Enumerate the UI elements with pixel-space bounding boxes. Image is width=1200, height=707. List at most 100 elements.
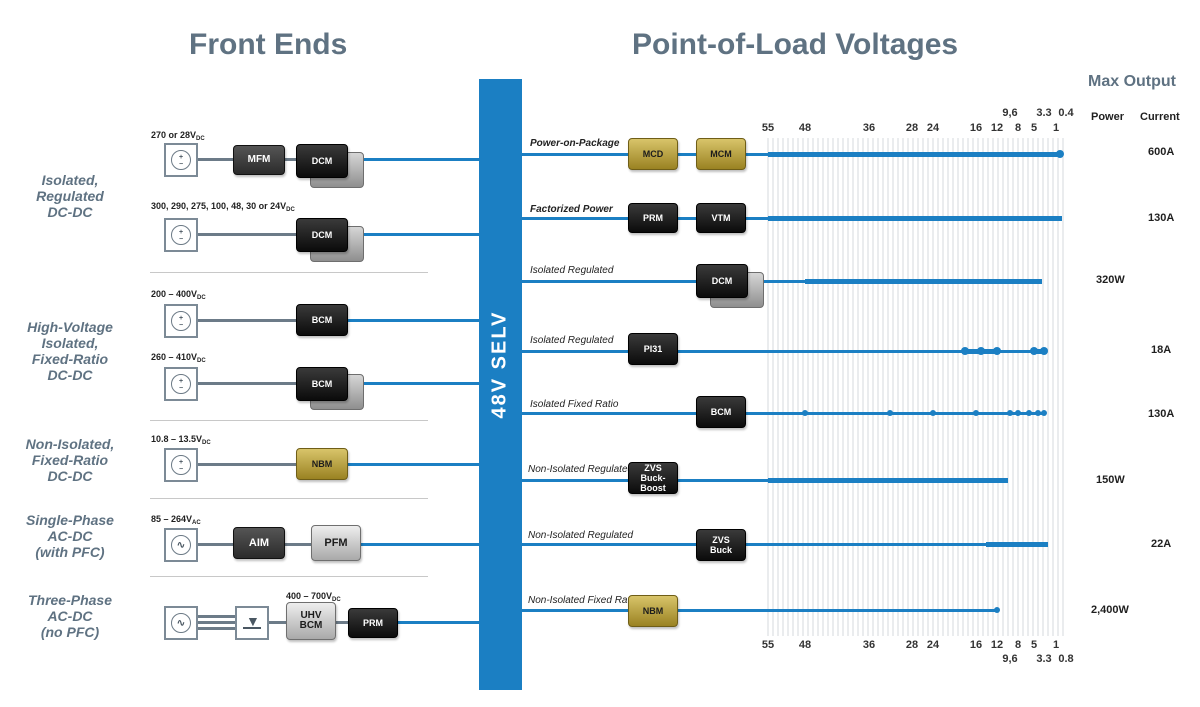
input-voltage-label: 300, 290, 275, 100, 48, 30 or 24VDC [151, 201, 295, 213]
mcd-module: MCD [628, 138, 678, 170]
pol-row-label: Non-Isolated Fixed Ratio [528, 595, 639, 606]
mcm-module: MCM [696, 138, 746, 170]
voltage-tick: 55 [761, 639, 775, 651]
voltage-tick: 55 [761, 122, 775, 134]
voltage-tick: 16 [969, 639, 983, 651]
power-value: 150W [1096, 474, 1125, 486]
dcm-module: DCM [696, 264, 748, 298]
voltage-tick: 16 [969, 122, 983, 134]
voltage-point [994, 607, 1000, 613]
front-ends-heading: Front Ends [189, 28, 348, 61]
voltage-tick: 12 [990, 639, 1004, 651]
bcm-module: BCM [696, 396, 746, 428]
voltage-point [1015, 410, 1021, 416]
category-nonisolated-fixed: Non-Isolated, Fixed-Ratio DC-DC [25, 436, 115, 484]
voltage-point [977, 347, 985, 355]
voltage-range-bar [986, 542, 1048, 547]
bcm-module: BCM [296, 304, 348, 336]
pol-feed-line [522, 609, 998, 612]
rectifier-icon: ▼ [235, 606, 269, 640]
output-wire [358, 543, 480, 546]
voltage-tick: 48 [798, 122, 812, 134]
dc-source-icon: +− [164, 367, 198, 401]
input-wire [198, 621, 238, 624]
current-value: 22A [1151, 538, 1172, 550]
prm-module: PRM [348, 608, 398, 638]
voltage-range-bar [768, 216, 1062, 221]
divider [150, 576, 428, 577]
voltage-tick: 5 [1030, 639, 1038, 651]
voltage-point [1026, 410, 1032, 416]
dc-source-icon: +− [164, 448, 198, 482]
voltage-range-bar [768, 478, 1008, 483]
48v-selv-bus [479, 79, 522, 690]
voltage-tick: 8 [1014, 639, 1022, 651]
voltage-tick: 28 [905, 639, 919, 651]
pol-row-label: Isolated Regulated [530, 265, 614, 276]
mfm-module: MFM [233, 145, 285, 175]
dcm-module: DCM [296, 218, 348, 252]
input-voltage-label: 10.8 – 13.5VDC [151, 434, 211, 446]
pol-heading: Point-of-Load Voltages [632, 28, 959, 61]
input-wire [268, 621, 288, 624]
nbm-module: NBM [628, 595, 678, 627]
zvs-buck-module: ZVS Buck [696, 529, 746, 561]
prm-module: PRM [628, 203, 678, 233]
current-value: 130A [1148, 408, 1175, 420]
output-wire [345, 319, 480, 322]
input-voltage-label: 200 – 400VDC [151, 289, 206, 301]
category-three-phase: Three-Phase AC-DC (no PFC) [27, 592, 113, 640]
voltage-point [993, 347, 1001, 355]
input-voltage-label: 400 – 700VDC [286, 591, 341, 603]
pfm-module: PFM [311, 525, 361, 561]
output-wire [396, 621, 480, 624]
voltage-point [1035, 410, 1041, 416]
pol-row-label: Isolated Regulated [530, 335, 614, 346]
power-column-header: Power [1091, 111, 1125, 123]
voltage-point [802, 410, 808, 416]
input-voltage-label: 85 – 264VAC [151, 514, 201, 526]
voltage-point [1056, 150, 1064, 158]
uhv-bcm-module: UHV BCM [286, 602, 336, 640]
pol-feed-line [522, 412, 1044, 415]
bcm-module: BCM [296, 367, 348, 401]
output-wire [345, 382, 480, 385]
voltage-point [973, 410, 979, 416]
output-wire [345, 233, 480, 236]
max-output-heading: Max Output [1088, 73, 1176, 90]
pol-feed-line [522, 280, 807, 283]
voltage-point [930, 410, 936, 416]
voltage-point [961, 347, 969, 355]
voltage-tick: 1 [1052, 639, 1060, 651]
voltage-tick: 0.4 [1058, 107, 1074, 119]
pol-row-label: Non-Isolated Regulated [528, 530, 634, 541]
voltage-tick: 9,6 [1002, 107, 1018, 119]
voltage-point [1041, 410, 1047, 416]
input-wire [198, 233, 298, 236]
ac-source-icon: ∿ [164, 606, 198, 640]
voltage-tick: 3.3 [1036, 107, 1052, 119]
aim-module: AIM [233, 527, 285, 559]
input-wire [198, 463, 298, 466]
divider [150, 498, 428, 499]
voltage-range-bar [768, 152, 1062, 157]
voltage-tick: 5 [1030, 122, 1038, 134]
voltage-tick: 24 [926, 122, 940, 134]
nbm-module: NBM [296, 448, 348, 480]
input-wire [198, 627, 238, 630]
category-isolated-regulated: Isolated, Regulated DC-DC [36, 172, 104, 220]
pol-feed-line [522, 350, 1044, 353]
input-wire [198, 615, 238, 618]
current-value: 600A [1148, 146, 1175, 158]
current-value: 130A [1148, 212, 1175, 224]
voltage-tick: 8 [1014, 122, 1022, 134]
voltage-point [1007, 410, 1013, 416]
vtm-module: VTM [696, 203, 746, 233]
output-wire [345, 463, 480, 466]
input-voltage-label: 260 – 410VDC [151, 352, 206, 364]
dc-source-icon: +− [164, 143, 198, 177]
voltage-tick: 48 [798, 639, 812, 651]
input-wire [198, 382, 298, 385]
pol-row-label: Power-on-Package [530, 138, 620, 149]
